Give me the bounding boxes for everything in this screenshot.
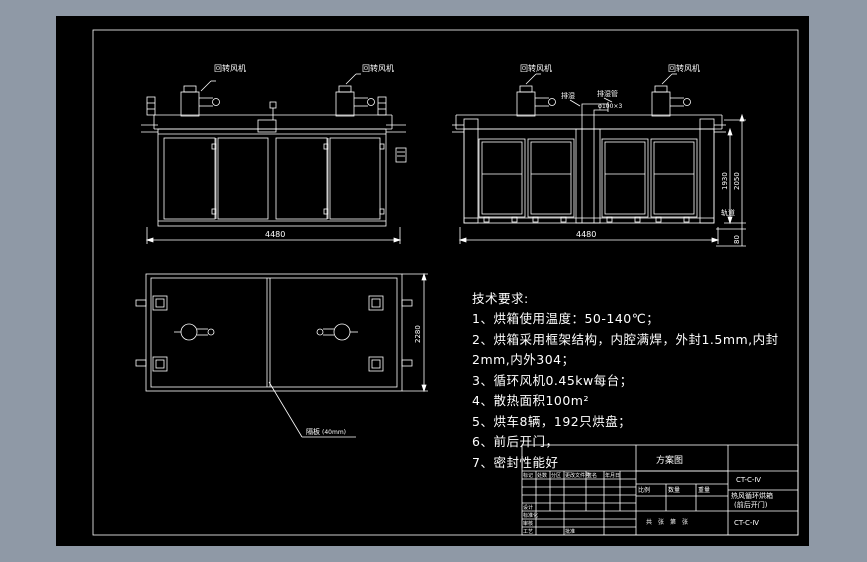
cad-drawing: 回转风机 回转风机 4480 — [92, 29, 799, 536]
drawing-sheet: 回转风机 回转风机 4480 — [56, 16, 809, 546]
side-view — [452, 73, 746, 247]
title-block-cell: 设计 — [523, 504, 533, 511]
title-block-cells: 标记处数分区更改文件号签名 年月日设计标准化审核工艺 批准 — [523, 472, 620, 535]
notes-heading: 技术要求: — [472, 291, 529, 306]
note-line-3: 3、循环风机0.45kw每台； — [472, 373, 633, 388]
fan-label-side-left: 回转风机 — [520, 63, 552, 73]
plan-depth-dimension: 2280 — [414, 325, 422, 343]
sheet-count: 共 张 第 张 — [646, 518, 688, 526]
drawing-number-2: CT-C-Ⅳ — [734, 519, 759, 527]
scale-label: 比例 — [638, 486, 650, 494]
baffle-label: 隔板 — [306, 427, 320, 436]
baffle-thickness: (40mm) — [322, 429, 346, 436]
fan-label-front-left: 回转风机 — [214, 63, 246, 73]
title-block-cell: 更改文件号 — [565, 472, 590, 479]
weight-label: 重量 — [698, 486, 710, 494]
drawing-frame — [92, 29, 799, 536]
note-line-2b: 2mm,内外304； — [472, 352, 575, 367]
title-block-cell: 处数 — [537, 472, 547, 479]
note-line-1: 1、烘箱使用温度：50-140℃； — [472, 311, 660, 326]
side-width-dimension: 4480 — [576, 230, 596, 239]
rail-label: 轨道 — [721, 208, 735, 217]
fan-label-side-right: 回转风机 — [668, 63, 700, 73]
title-block-cell: 工艺 — [523, 529, 533, 535]
outlet-pipe-size: φ100×3 — [598, 103, 622, 110]
note-line-7: 7、密封性能好 — [472, 455, 559, 470]
exhaust-damper-label: 排湿 — [561, 91, 575, 100]
base-height-dimension: 80 — [733, 235, 741, 244]
product-subtitle: (前后开门) — [734, 500, 768, 509]
inner-height-dimension: 1930 — [721, 172, 729, 190]
title-block-title: 方案图 — [656, 454, 683, 466]
title-block-cell: 标准化 — [523, 512, 538, 519]
plan-view — [135, 272, 428, 438]
note-line-6: 6、前后开门， — [472, 434, 559, 449]
qty-label: 数量 — [668, 486, 680, 494]
outlet-pipe-label: 排湿管 — [597, 89, 618, 98]
front-width-dimension: 4480 — [265, 230, 285, 239]
front-view — [141, 73, 407, 244]
title-block-cell: 年月日 — [605, 472, 620, 479]
title-block-cell: 批准 — [565, 528, 575, 535]
title-block-cell: 审核 — [523, 520, 533, 527]
title-block-cell: 标记 — [523, 472, 533, 479]
note-line-5: 5、烘车8辆，192只烘盘； — [472, 414, 632, 429]
title-block — [521, 444, 799, 536]
fan-label-front-right: 回转风机 — [362, 63, 394, 73]
note-line-2a: 2、烘箱采用框架结构，内腔满焊，外封1.5mm,内封 — [472, 332, 779, 347]
product-name: 热风循环烘箱 — [731, 491, 773, 500]
total-height-dimension: 2050 — [733, 172, 741, 190]
title-block-cell: 签名 — [587, 472, 597, 479]
drawing-number: CT-C-Ⅳ — [736, 476, 761, 484]
title-block-cell: 分区 — [551, 472, 561, 479]
note-line-4: 4、散热面积100m² — [472, 393, 589, 408]
